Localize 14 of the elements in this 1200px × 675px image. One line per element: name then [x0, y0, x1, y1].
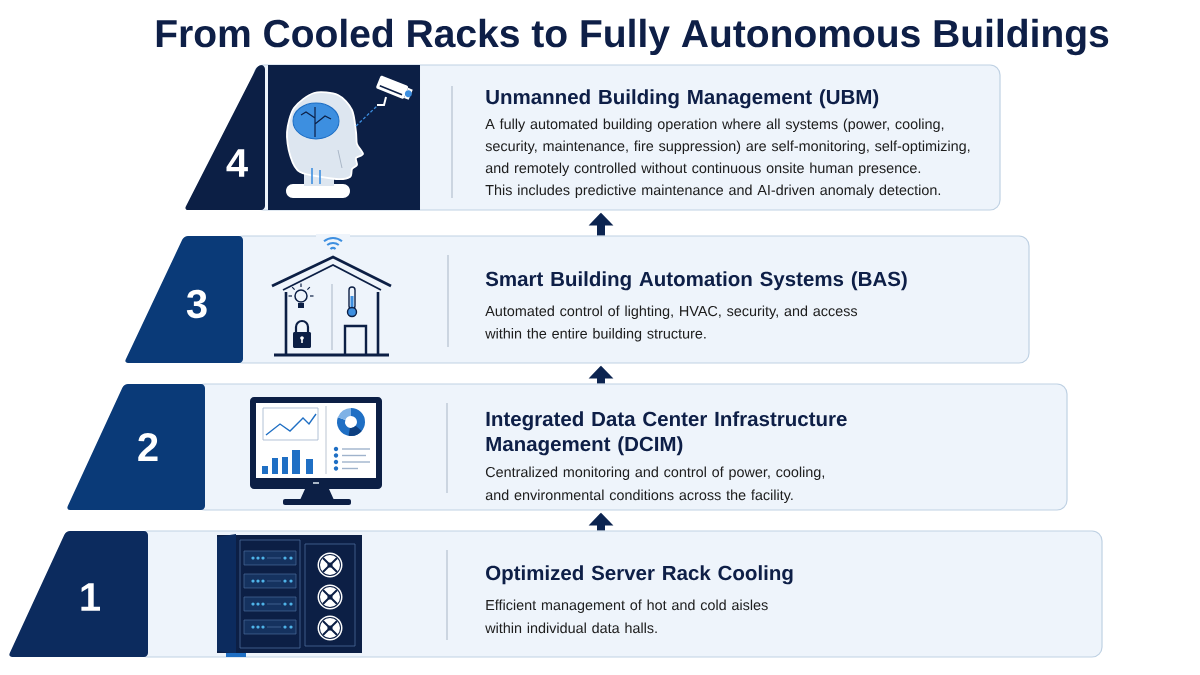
card-description: Efficient management of hot and cold aisles within individual data halls. — [485, 599, 768, 634]
card-heading: Integrated Data Center Infrastructure Management (DCIM) — [486, 411, 847, 456]
card-heading: Optimized Server Rack Cooling — [486, 565, 793, 585]
number-tab: 1 — [9, 531, 148, 657]
card-description: A fully automated building operation where all systems (power, cooling, security, maintenance, fire suppression) are self-monitoring, self-optimizing, and remotely controlled without continuous onsite human presence. — [485, 118, 970, 176]
card-heading: Unmanned Building Management (UBM) — [486, 89, 879, 109]
title: From Cooled Racks to Fully Autonomous Buildings — [156, 18, 1109, 56]
card-description: Centralized monitoring and control of power, cooling, and environmental conditions across the facility. — [485, 466, 825, 503]
number-tab: 4 — [185, 65, 265, 210]
number-tab: 3 — [125, 236, 243, 363]
card-description: This includes predictive maintenance and AI-driven anomaly detection. — [485, 184, 941, 198]
card-heading: Smart Building Automation Systems (BAS) — [485, 271, 907, 291]
card-description: Automated control of lighting, HVAC, security, and access within the entire building structure. — [485, 305, 858, 342]
number-tab: 2 — [67, 384, 205, 510]
